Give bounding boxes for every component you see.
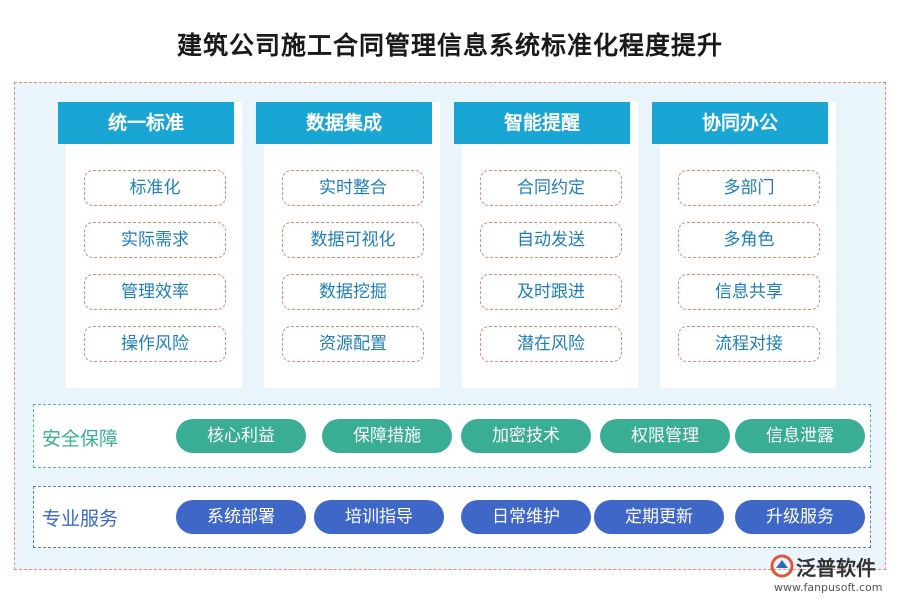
security-pill: 权限管理 [600, 419, 730, 453]
column-item: 标准化 [84, 170, 226, 206]
security-pill: 核心利益 [176, 419, 306, 453]
column-item: 资源配置 [282, 326, 424, 362]
column-item: 及时跟进 [480, 274, 622, 310]
service-band [33, 486, 871, 548]
column-item: 多部门 [678, 170, 820, 206]
brand-logo: 泛普软件 www.fanpusoft.com [770, 552, 894, 596]
service-pill: 培训指导 [314, 500, 444, 534]
security-band [33, 404, 871, 468]
security-pill: 保障措施 [322, 419, 452, 453]
column-item: 管理效率 [84, 274, 226, 310]
column-item: 流程对接 [678, 326, 820, 362]
service-pill: 系统部署 [176, 500, 306, 534]
column-item: 实际需求 [84, 222, 226, 258]
column-item: 合同约定 [480, 170, 622, 206]
column-smart-reminder: 智能提醒 合同约定 自动发送 及时跟进 潜在风险 [454, 102, 638, 388]
column-item: 操作风险 [84, 326, 226, 362]
column-item: 实时整合 [282, 170, 424, 206]
service-pill: 升级服务 [735, 500, 865, 534]
service-pill: 定期更新 [594, 500, 724, 534]
page-title: 建筑公司施工合同管理信息系统标准化程度提升 [176, 31, 723, 60]
column-header: 统一标准 [58, 102, 234, 144]
service-label: 专业服务 [42, 508, 119, 530]
column-item: 自动发送 [480, 222, 622, 258]
column-item: 潜在风险 [480, 326, 622, 362]
column-item: 数据可视化 [282, 222, 424, 258]
column-unified-standard: 统一标准 标准化 实际需求 管理效率 操作风险 [58, 102, 242, 388]
security-pill: 加密技术 [461, 419, 591, 453]
column-item: 信息共享 [678, 274, 820, 310]
column-header: 数据集成 [256, 102, 432, 144]
column-header: 协同办公 [652, 102, 828, 144]
column-item: 多角色 [678, 222, 820, 258]
column-header: 智能提醒 [454, 102, 630, 144]
logo-url: www.fanpusoft.com [774, 581, 883, 594]
logo-name: 泛普软件 [796, 556, 876, 580]
column-item: 数据挖掘 [282, 274, 424, 310]
column-collaborative-office: 协同办公 多部门 多角色 信息共享 流程对接 [652, 102, 836, 388]
column-data-integration: 数据集成 实时整合 数据可视化 数据挖掘 资源配置 [256, 102, 440, 388]
security-label: 安全保障 [42, 428, 119, 450]
logo-icon [770, 554, 794, 578]
service-pill: 日常维护 [461, 500, 591, 534]
security-pill: 信息泄露 [735, 419, 865, 453]
